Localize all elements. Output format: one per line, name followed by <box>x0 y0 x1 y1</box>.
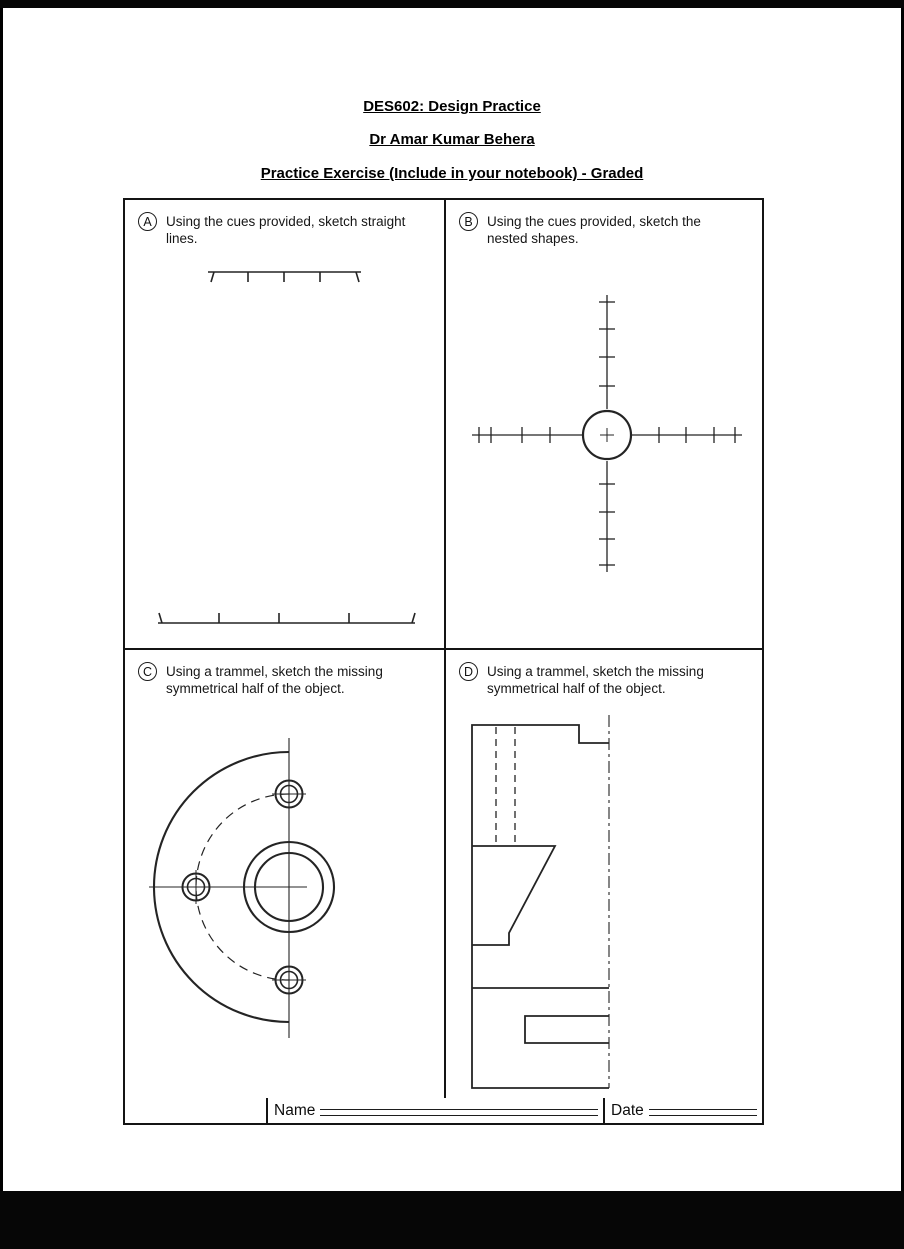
outer-flange-arc <box>152 750 290 1024</box>
panel-a-badge: A <box>138 212 157 231</box>
panel-d-drawing <box>471 715 610 1089</box>
panel-b-instruction: Using the cues provided, sketch the nest… <box>487 214 701 246</box>
date-rule-bottom <box>648 1114 757 1116</box>
date-label: Date <box>611 1101 644 1119</box>
radial-cue-bottom <box>599 461 615 572</box>
center-bore <box>242 840 336 934</box>
panel-c-header: C Using a trammel, sketch the missing sy… <box>138 662 402 697</box>
panel-b-badge: B <box>459 212 478 231</box>
title-block-empty-cell <box>125 1098 266 1123</box>
panel-a: A Using the cues provided, sketch straig… <box>125 200 446 650</box>
page-edge-left <box>0 8 3 1191</box>
panel-c: C Using a trammel, sketch the missing sy… <box>125 650 446 1098</box>
date-cell: Date <box>603 1098 762 1123</box>
doc-author: Dr Amar Kumar Behera <box>369 131 535 148</box>
name-rule-bottom <box>320 1114 598 1116</box>
panel-d-badge: D <box>459 662 478 681</box>
panel-d-instruction: Using a trammel, sketch the missing symm… <box>487 664 704 696</box>
panel-b: B Using the cues provided, sketch the ne… <box>446 200 762 650</box>
name-write-lines <box>315 1106 603 1116</box>
name-cell: Name <box>266 1098 603 1123</box>
page-edge-right <box>901 8 904 1191</box>
radial-cue-left <box>472 427 582 443</box>
name-label: Name <box>274 1101 316 1119</box>
panel-d-header: D Using a trammel, sketch the missing sy… <box>459 662 723 697</box>
panel-c-drawing <box>149 738 336 1038</box>
panel-d: D Using a trammel, sketch the missing sy… <box>446 650 762 1098</box>
name-rule-top <box>320 1108 598 1110</box>
panel-a-instruction: Using the cues provided, sketch straight… <box>166 214 406 246</box>
bolt-circle-dashed-arc <box>195 793 290 981</box>
panel-a-header: A Using the cues provided, sketch straig… <box>138 212 428 247</box>
title-block-row: Name Date <box>125 1098 762 1123</box>
doc-subtitle: Practice Exercise (Include in your noteb… <box>260 165 644 182</box>
object-outline <box>471 724 609 1089</box>
hidden-lines-dashed <box>495 727 516 845</box>
panel-b-drawing <box>472 295 742 572</box>
worksheet-frame: A Using the cues provided, sketch straig… <box>123 198 764 1125</box>
bolt-hole-left <box>181 870 211 904</box>
date-rule-top <box>648 1108 757 1110</box>
radial-cue-top <box>599 295 615 409</box>
panel-c-instruction: Using a trammel, sketch the missing symm… <box>166 664 383 696</box>
panel-c-badge: C <box>138 662 157 681</box>
bolt-hole-top <box>272 779 306 809</box>
doc-title: DES602: Design Practice <box>363 98 541 115</box>
date-write-lines <box>644 1106 762 1116</box>
panel-a-drawing <box>158 271 416 624</box>
center-circle <box>581 409 633 461</box>
ruler-cue-top <box>208 271 361 283</box>
ruler-cue-bottom <box>158 612 416 624</box>
panel-b-header: B Using the cues provided, sketch the ne… <box>459 212 723 247</box>
document-page: DES602: Design Practice Dr Amar Kumar Be… <box>0 8 904 1191</box>
bolt-hole-bottom <box>272 965 306 995</box>
radial-cue-right <box>632 427 742 443</box>
